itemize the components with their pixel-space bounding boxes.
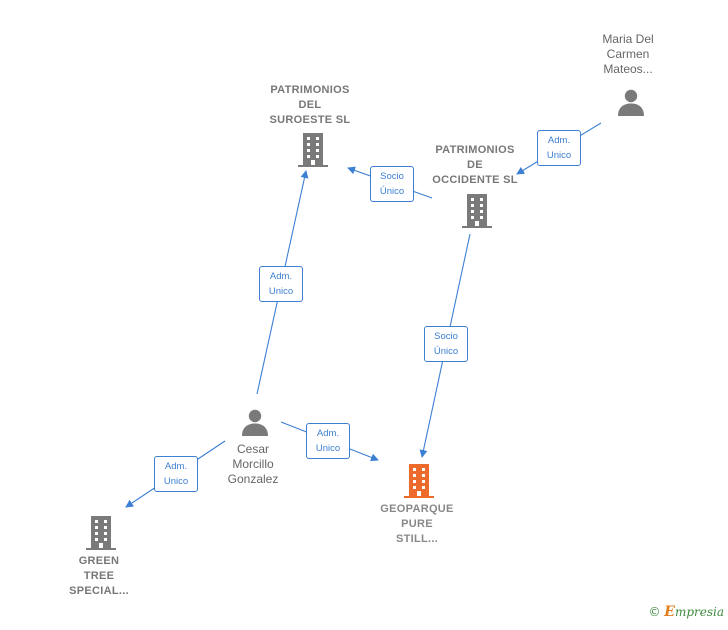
edge-label-occidente-geoparque[interactable]: Socio Único (424, 326, 468, 362)
building-icon[interactable] (462, 194, 492, 228)
edge-label-occidente-suroeste[interactable]: Socio Único (370, 166, 414, 202)
node-label-patrimonios-suroeste[interactable]: PATRIMONIOS DEL SUROESTE SL (269, 84, 351, 126)
empresia-watermark: © Empresia (648, 604, 724, 620)
edge-label-maria-occidente[interactable]: Adm. Unico (537, 130, 581, 166)
node-label-maria[interactable]: Maria Del Carmen Mateos... (602, 32, 654, 76)
person-icon[interactable] (241, 408, 269, 436)
node-label-patrimonios-occidente[interactable]: PATRIMONIOS DE OCCIDENTE SL (432, 144, 518, 186)
node-label-cesar[interactable]: Cesar Morcillo Gonzalez (227, 442, 279, 486)
building-icon[interactable] (298, 133, 328, 167)
node-label-green-tree[interactable]: GREEN TREE SPECIAL... (69, 555, 129, 597)
building-icon-highlighted[interactable] (404, 464, 434, 498)
edge-label-cesar-greentree[interactable]: Adm. Unico (154, 456, 198, 492)
brand-initial: E (664, 604, 675, 620)
node-label-geoparque[interactable]: GEOPARQUE PURE STILL... (380, 503, 454, 545)
copyright-symbol: © (648, 605, 661, 619)
person-icon[interactable] (617, 88, 645, 116)
brand-name: mpresia (674, 605, 724, 619)
edge-label-cesar-geoparque[interactable]: Adm. Unico (306, 423, 350, 459)
edge-label-cesar-suroeste[interactable]: Adm. Unico (259, 266, 303, 302)
building-icon[interactable] (86, 516, 116, 550)
